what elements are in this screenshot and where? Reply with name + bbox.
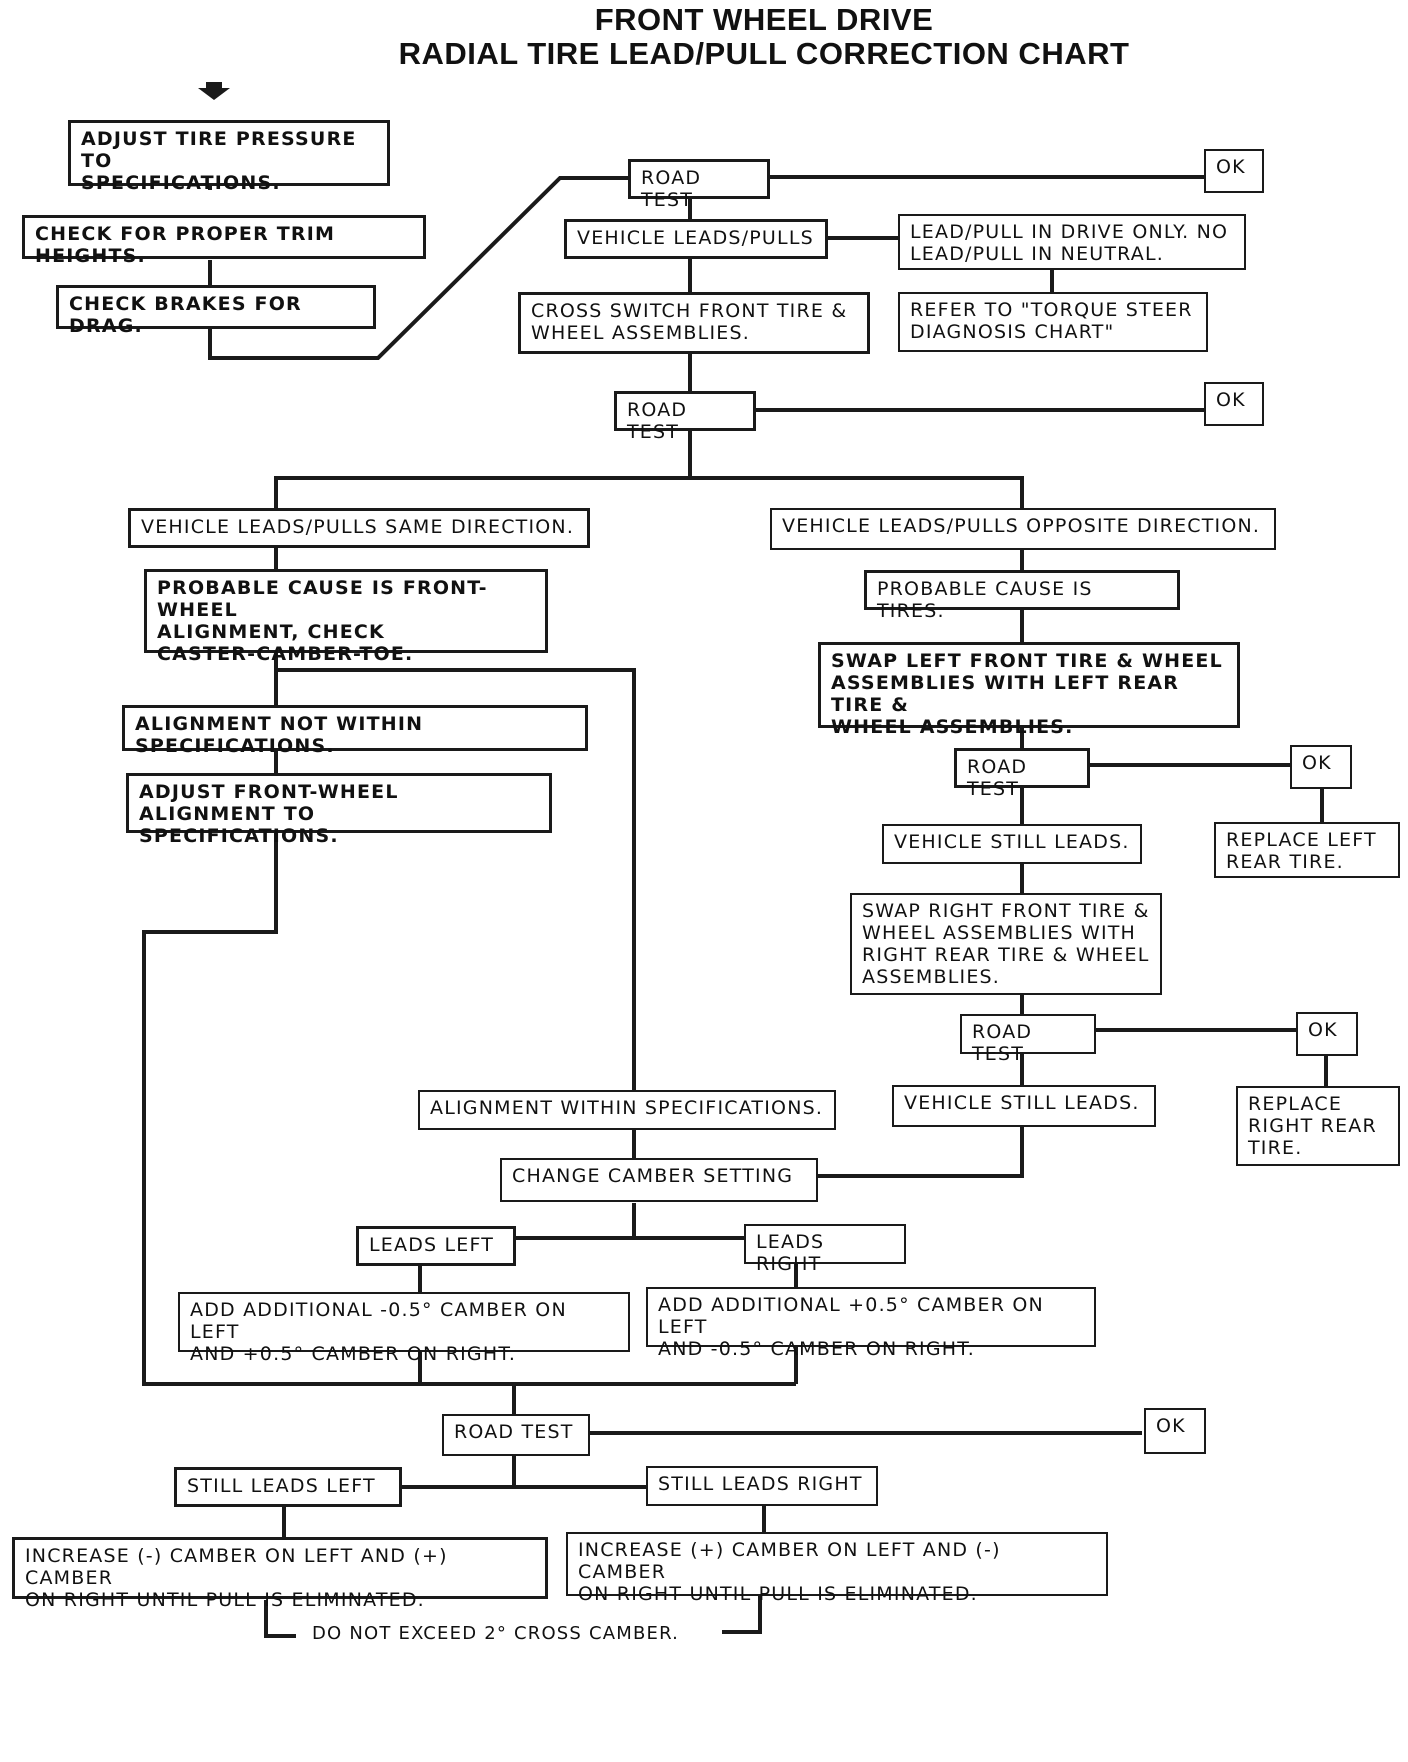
replace-left-rear-box: REPLACE LEFT REAR TIRE. xyxy=(1214,822,1400,878)
probable-cause-tires-box: PROBABLE CAUSE IS TIRES. xyxy=(864,570,1180,622)
ok-1-box: OK xyxy=(1204,149,1264,193)
road-test-4-box: ROAD TEST xyxy=(960,1014,1096,1065)
chart-title-line-2: RADIAL TIRE LEAD/PULL CORRECTION CHART xyxy=(398,36,1130,71)
still-leads-2-box: VEHICLE STILL LEADS. xyxy=(892,1085,1156,1127)
add-left-camber-box: ADD ADDITIONAL -0.5° CAMBER ON LEFT AND … xyxy=(178,1292,630,1365)
vehicle-leads-pulls-box: VEHICLE LEADS/PULLS xyxy=(564,219,828,259)
road-test-1-box: ROAD TEST xyxy=(628,159,770,211)
swap-left-box: SWAP LEFT FRONT TIRE & WHEEL ASSEMBLIES … xyxy=(818,642,1240,738)
connector-still-camber xyxy=(814,1127,1024,1178)
replace-right-rear-box: REPLACE RIGHT REAR TIRE. xyxy=(1236,1086,1400,1166)
still-leads-left-box: STILL LEADS LEFT xyxy=(174,1467,402,1507)
change-camber-box: CHANGE CAMBER SETTING xyxy=(500,1158,818,1202)
connector-adjust-loop xyxy=(142,832,796,1386)
road-test-2-box: ROAD TEST xyxy=(614,391,756,443)
torque-steer-box: REFER TO "TORQUE STEER DIAGNOSIS CHART" xyxy=(898,292,1208,352)
ok-2-box: OK xyxy=(1204,382,1264,426)
still-leads-1-box: VEHICLE STILL LEADS. xyxy=(882,824,1142,864)
connector-rt2-split xyxy=(274,430,692,512)
connector-to-road-test-1 xyxy=(208,176,632,360)
connector-probable-within xyxy=(276,668,636,1092)
probable-cause-alignment-box: PROBABLE CAUSE IS FRONT-WHEEL ALIGNMENT,… xyxy=(144,569,548,665)
ok-3-box: OK xyxy=(1290,745,1352,789)
alignment-not-within-box: ALIGNMENT NOT WITHIN SPECIFICATIONS. xyxy=(122,705,588,757)
leads-left-box: LEADS LEFT xyxy=(356,1226,516,1266)
ok-5-box: OK xyxy=(1144,1408,1206,1454)
add-right-camber-box: ADD ADDITIONAL +0.5° CAMBER ON LEFT AND … xyxy=(646,1287,1096,1360)
swap-right-box: SWAP RIGHT FRONT TIRE & WHEEL ASSEMBLIES… xyxy=(850,893,1162,995)
chart-title-line-1: FRONT WHEEL DRIVE xyxy=(594,2,934,37)
check-brakes-box: CHECK BRAKES FOR DRAG. xyxy=(56,285,376,337)
ok-4-box: OK xyxy=(1296,1012,1358,1056)
road-test-5-box: ROAD TEST xyxy=(442,1414,590,1456)
opposite-direction-box: VEHICLE LEADS/PULLS OPPOSITE DIRECTION. xyxy=(770,508,1276,550)
cross-switch-box: CROSS SWITCH FRONT TIRE & WHEEL ASSEMBLI… xyxy=(518,292,870,354)
leads-right-box: LEADS RIGHT xyxy=(744,1224,906,1275)
connector-rt5-still xyxy=(400,1454,516,1489)
adjust-alignment-box: ADJUST FRONT-WHEEL ALIGNMENT TO SPECIFIC… xyxy=(126,773,552,847)
connector-increase-note-right xyxy=(722,1595,762,1634)
still-leads-right-box: STILL LEADS RIGHT xyxy=(646,1466,878,1506)
increase-left-box: INCREASE (-) CAMBER ON LEFT AND (+) CAMB… xyxy=(12,1537,548,1611)
road-test-3-box: ROAD TEST xyxy=(954,748,1090,800)
cross-camber-note: DO NOT EXCEED 2° CROSS CAMBER. xyxy=(306,1623,686,1644)
drive-only-box: LEAD/PULL IN DRIVE ONLY. NO LEAD/PULL IN… xyxy=(898,214,1246,270)
same-direction-box: VEHICLE LEADS/PULLS SAME DIRECTION. xyxy=(128,508,590,548)
alignment-within-box: ALIGNMENT WITHIN SPECIFICATIONS. xyxy=(418,1090,836,1130)
increase-right-box: INCREASE (+) CAMBER ON LEFT AND (-) CAMB… xyxy=(566,1532,1108,1605)
adjust-tire-pressure-box: ADJUST TIRE PRESSURE TO SPECIFICATIONS. xyxy=(68,120,390,194)
connector-split-right xyxy=(690,476,1024,512)
connector-increase-note-left xyxy=(264,1600,296,1638)
start-arrow-icon xyxy=(198,82,230,100)
check-trim-heights-box: CHECK FOR PROPER TRIM HEIGHTS. xyxy=(22,215,426,267)
